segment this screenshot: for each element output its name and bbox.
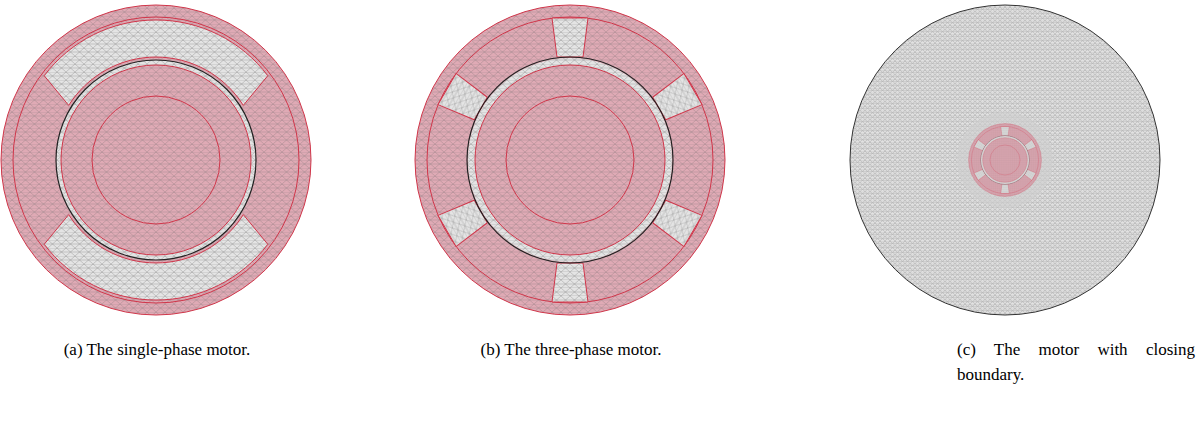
subfigure-caption: (b) The three-phase motor. [481, 338, 662, 363]
rotor-inner-boundary [92, 96, 220, 224]
closing-boundary-domain [850, 5, 1160, 315]
three-phase-motor [415, 5, 725, 315]
air-gap [468, 58, 672, 262]
stator-yoke [415, 5, 725, 315]
single-phase-motor [1, 5, 311, 315]
stator-boundary [427, 17, 713, 303]
air-gap [56, 60, 256, 260]
rotor-inner-boundary [506, 96, 634, 224]
coil-slot [552, 18, 588, 57]
mesh-refinement-zone [957, 112, 1053, 208]
subfigure-caption: (c) The motor with closing boundary. [957, 338, 1195, 387]
stator-boundary [13, 17, 299, 303]
stator-yoke [1, 5, 311, 315]
subfigure-caption: (a) The single-phase motor. [64, 338, 251, 363]
small-motor [969, 124, 1042, 197]
rotor [475, 65, 665, 255]
coil-slot [552, 263, 588, 302]
exterior-air-mesh [850, 5, 1160, 315]
air-gap-outer [467, 57, 673, 263]
rotor [61, 65, 251, 255]
